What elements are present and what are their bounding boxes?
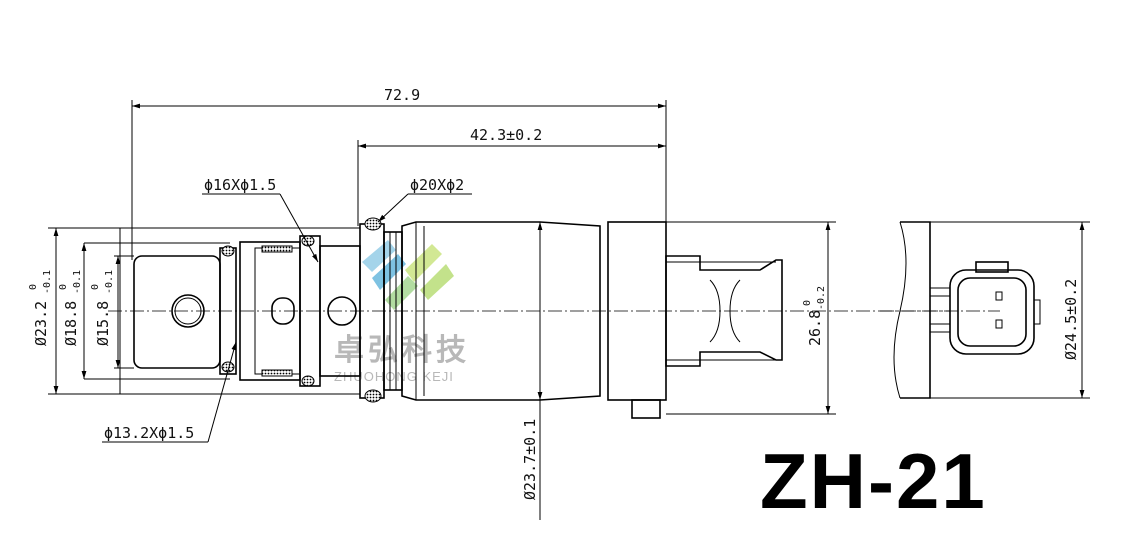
dim-42-3: 42.3±0.2 [470, 126, 542, 144]
side-latch [975, 261, 1009, 273]
body-port [327, 296, 357, 326]
oring-20-bottom [364, 389, 382, 403]
dim-d26-8-sub: -0.2 [816, 286, 827, 310]
dim-d18-8-sup: 0 [58, 284, 69, 290]
dimension-d24-5: Ø24.5±0.2 [930, 221, 1090, 399]
dim-d23-7: Ø23.7±0.1 [521, 419, 539, 500]
label-oring-20: ϕ20Xϕ2 [410, 176, 464, 194]
dimension-d15-8: Ø15.8 0 -0.1 [90, 255, 134, 369]
valve-body [84, 217, 783, 419]
dimension-d26-8: 26.8 0 -0.2 [666, 221, 836, 415]
dim-d26-8-sup: 0 [802, 300, 813, 306]
dim-d15-8-sub: -0.1 [104, 270, 115, 294]
label-oring-16: ϕ16Xϕ1.5 [204, 176, 276, 194]
dim-d18-8-sub: -0.1 [72, 270, 83, 294]
spool-slot [271, 297, 295, 325]
dim-d23-2-sub: -0.1 [42, 270, 53, 294]
oring-20-top [364, 217, 382, 231]
side-pin-top [995, 291, 1003, 301]
dimension-section-length: 42.3±0.2 [357, 126, 666, 226]
side-pin-bottom [995, 319, 1003, 329]
side-body-edge [900, 221, 931, 399]
dimension-overall-length: 72.9 [131, 86, 667, 260]
oring-16-bottom [301, 375, 315, 387]
dim-d23-2-base: Ø23.2 [32, 301, 50, 346]
dim-d24-5: Ø24.5±0.2 [1062, 279, 1080, 360]
dimension-d18-8: Ø18.8 0 -0.1 [58, 243, 87, 379]
dim-d23-2-sup: 0 [28, 284, 39, 290]
side-connector-outer [949, 269, 1035, 355]
leader-oring-20: ϕ20Xϕ2 [377, 176, 472, 223]
label-oring-13: ϕ13.2Xϕ1.5 [104, 424, 194, 442]
plunger [133, 255, 221, 369]
side-connector-inner [957, 277, 1027, 347]
watermark-cn: 卓弘科技 [334, 333, 470, 368]
watermark-logo [362, 240, 454, 310]
connector-plug [665, 255, 783, 367]
dim-d26-8-base: 26.8 [806, 310, 824, 346]
dim-d15-8-base: Ø15.8 [94, 301, 112, 346]
connector-tab [631, 399, 661, 419]
model-label: ZH-21 [760, 437, 987, 525]
leader-oring-16: ϕ16Xϕ1.5 [202, 176, 319, 263]
dim-d18-8-base: Ø18.8 [62, 301, 80, 346]
dim-72-9: 72.9 [384, 86, 420, 104]
dimension-d23-2: Ø23.2 0 -0.1 [28, 227, 120, 395]
leader-oring-13: ϕ13.2Xϕ1.5 [102, 341, 237, 443]
watermark-en: ZHUOHONG KEJI [334, 369, 454, 384]
dimension-d23-7: Ø23.7±0.1 [521, 222, 543, 520]
oring-small-top [221, 245, 235, 257]
dim-d15-8-sup: 0 [90, 284, 101, 290]
coil-housing [401, 221, 601, 401]
plunger-port [171, 294, 205, 328]
side-view [893, 221, 1041, 399]
